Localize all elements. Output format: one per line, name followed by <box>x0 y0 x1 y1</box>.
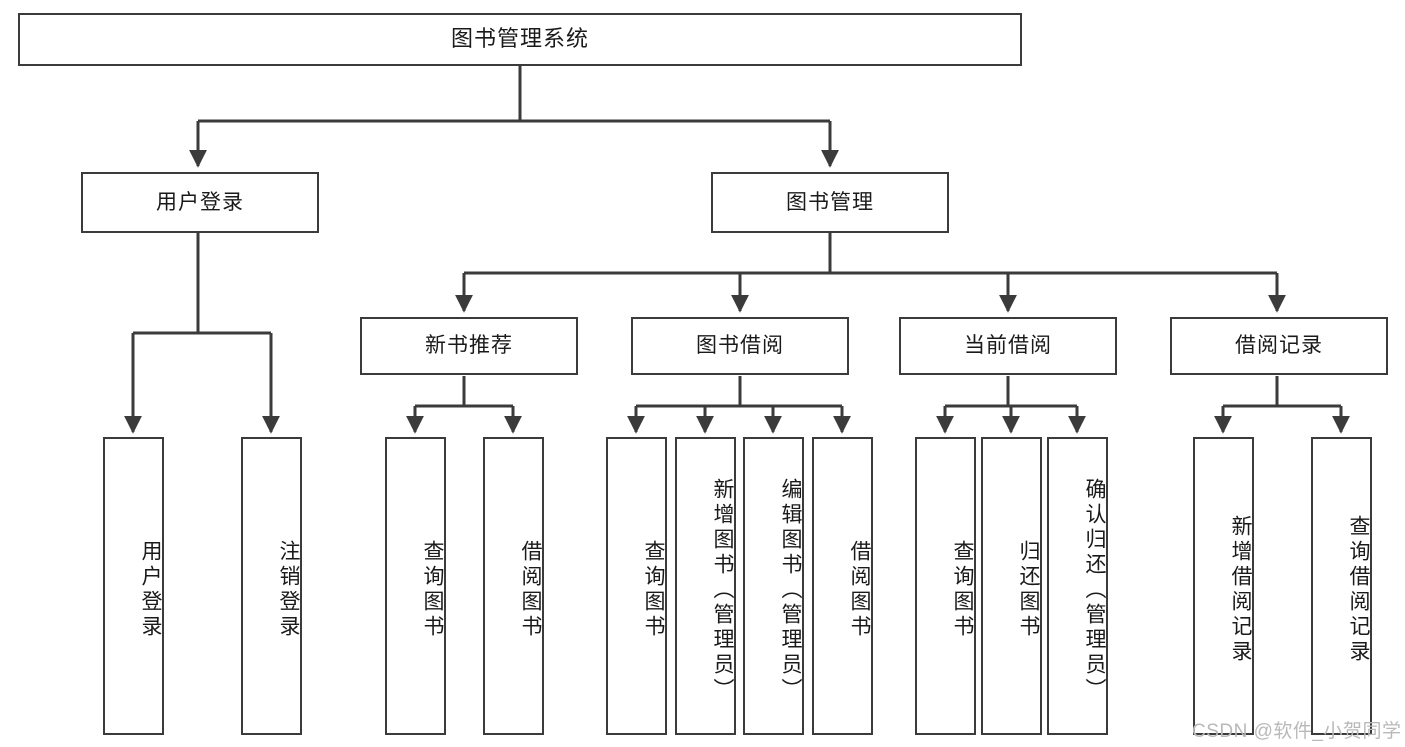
leaf-book-borrow-0[interactable]: 查询图书 <box>606 437 667 735</box>
leaf-borrow-record-0[interactable]: 新增借阅记录 <box>1193 437 1254 735</box>
leaf-current-borrow-0[interactable]: 查询图书 <box>915 437 976 735</box>
leaf-label: 查询图书 <box>421 540 444 640</box>
node-borrow-record[interactable]: 借阅记录 <box>1170 317 1388 375</box>
leaf-user-login-1[interactable]: 注销登录 <box>241 437 302 735</box>
leaf-label: 用户登录 <box>139 540 162 640</box>
leaf-label: 查询图书 <box>951 540 974 640</box>
leaf-new-book-recommend-0[interactable]: 查询图书 <box>385 437 446 735</box>
leaf-borrow-record-1[interactable]: 查询借阅记录 <box>1311 437 1372 735</box>
leaf-book-borrow-1[interactable]: 新增图书（管理员） <box>675 437 736 735</box>
leaf-label: 编辑图书（管理员） <box>779 477 802 703</box>
leaf-label: 注销登录 <box>277 540 300 640</box>
node-user-login[interactable]: 用户登录 <box>81 172 319 233</box>
leaf-label: 新增图书（管理员） <box>711 477 734 703</box>
leaf-label: 新增借阅记录 <box>1229 515 1252 665</box>
node-root[interactable]: 图书管理系统 <box>18 13 1022 66</box>
leaf-label: 归还图书 <box>1017 540 1040 640</box>
leaf-book-borrow-2[interactable]: 编辑图书（管理员） <box>743 437 804 735</box>
leaf-current-borrow-1[interactable]: 归还图书 <box>981 437 1042 735</box>
node-book-manage[interactable]: 图书管理 <box>711 172 949 233</box>
csdn-watermark: CSDN @软件_小贺同学 <box>1192 721 1402 742</box>
leaf-label: 查询图书 <box>642 540 665 640</box>
leaf-label: 借阅图书 <box>519 540 542 640</box>
leaf-current-borrow-2[interactable]: 确认归还（管理员） <box>1047 437 1108 735</box>
leaf-book-borrow-3[interactable]: 借阅图书 <box>812 437 873 735</box>
leaf-label: 确认归还（管理员） <box>1083 477 1106 703</box>
node-current-borrow[interactable]: 当前借阅 <box>899 317 1117 375</box>
node-new-book-recommend[interactable]: 新书推荐 <box>360 317 578 375</box>
leaf-new-book-recommend-1[interactable]: 借阅图书 <box>483 437 544 735</box>
leaf-label: 借阅图书 <box>848 540 871 640</box>
leaf-label: 查询借阅记录 <box>1347 515 1370 665</box>
leaf-user-login-0[interactable]: 用户登录 <box>103 437 164 735</box>
node-book-borrow[interactable]: 图书借阅 <box>631 317 849 375</box>
